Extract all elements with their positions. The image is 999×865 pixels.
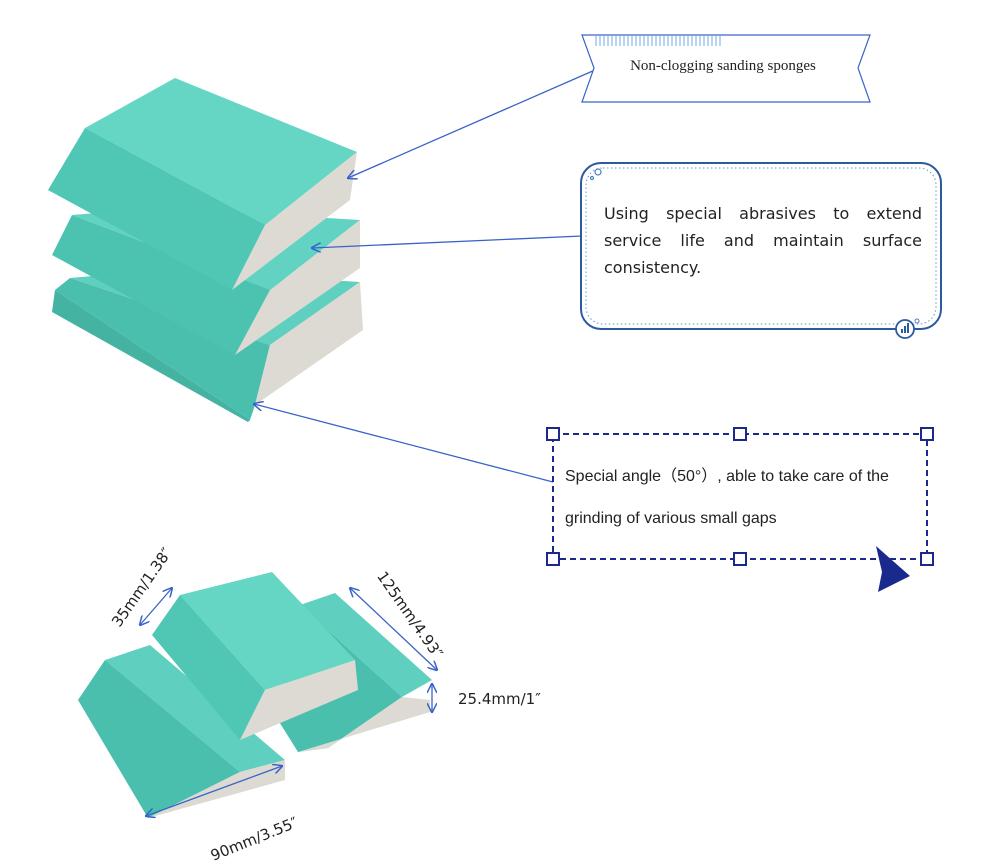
callout-box	[580, 162, 942, 339]
handle-top-right	[920, 427, 934, 441]
handle-bottom-left	[546, 552, 560, 566]
cursor-arrow-icon	[876, 546, 910, 592]
leader-lines	[254, 69, 596, 483]
chart-icon	[895, 318, 920, 339]
handle-top-center	[733, 427, 747, 441]
angle-note: Special angle（50°）, able to take care of…	[565, 468, 889, 527]
sponge-stack	[48, 78, 363, 422]
dimension-height: 25.4mm/1″	[458, 690, 541, 708]
sponge-upper	[152, 572, 358, 740]
banner-title: Non-clogging sanding sponges	[630, 58, 816, 74]
handle-bottom-center	[733, 552, 747, 566]
callout-text: Using special abrasives to extend servic…	[604, 204, 922, 277]
selection-box	[546, 427, 934, 592]
dimension-arrows	[140, 588, 437, 816]
handle-top-left	[546, 427, 560, 441]
handle-bottom-right	[920, 552, 934, 566]
title-banner	[581, 34, 871, 103]
gear-icon	[589, 168, 602, 181]
sponge-top	[48, 78, 357, 290]
